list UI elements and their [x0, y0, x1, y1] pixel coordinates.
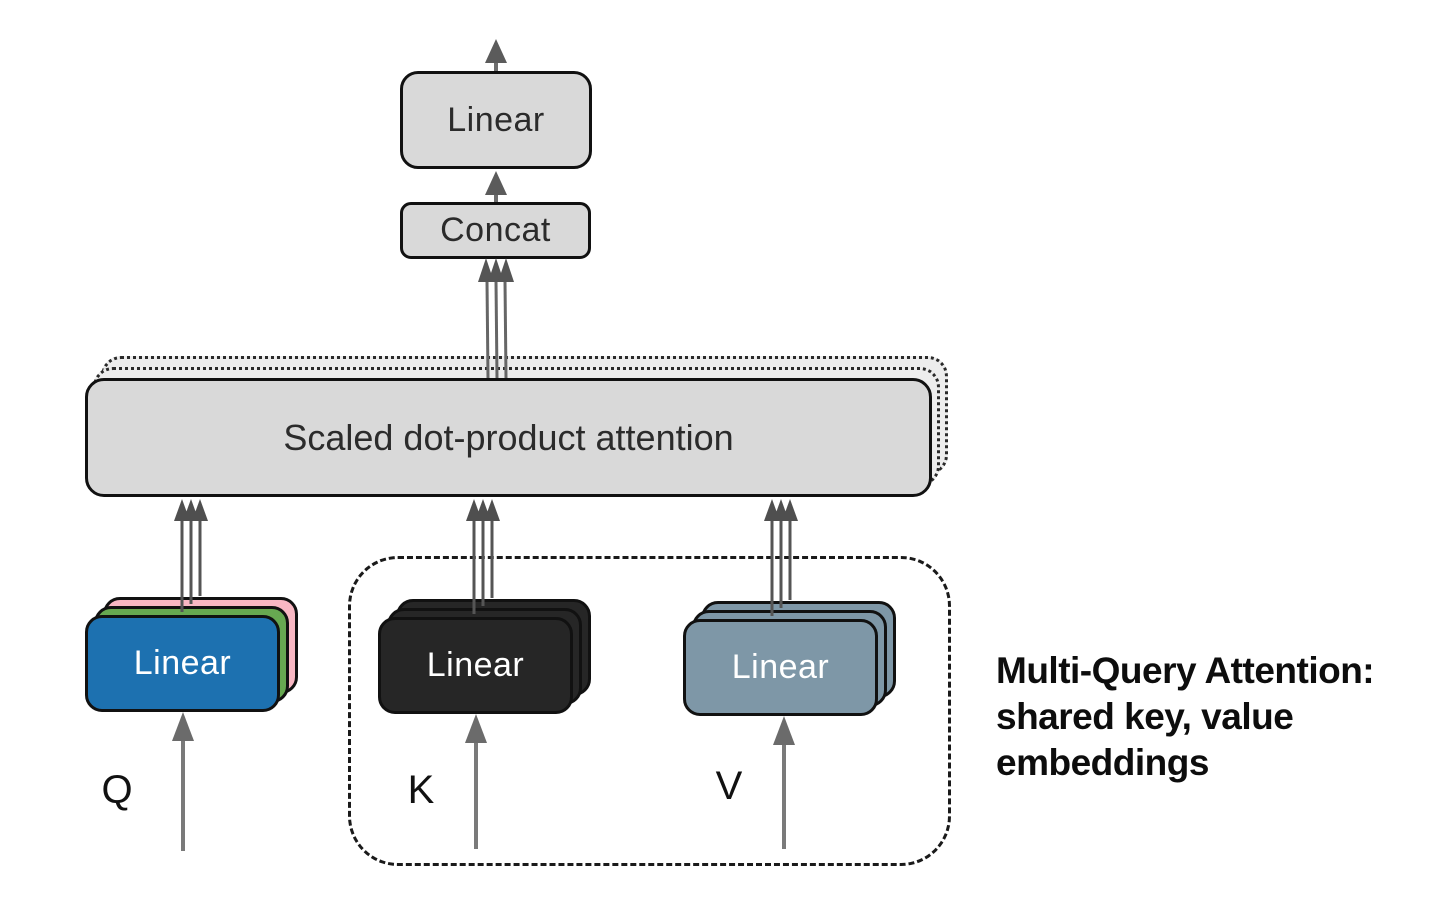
concat-box: Concat — [400, 202, 591, 259]
v-input-label: V — [715, 764, 743, 808]
caption-line-1: Multi-Query Attention: — [996, 650, 1375, 691]
output-linear-box: Linear — [400, 71, 592, 169]
attention-label: Scaled dot-product attention — [283, 416, 734, 458]
caption-line-3: embeddings — [996, 742, 1209, 783]
q-linear-label: Linear — [133, 644, 232, 682]
concat-label: Concat — [440, 211, 551, 249]
attention-box: Scaled dot-product attention — [85, 378, 932, 497]
q-input-arrow — [172, 712, 194, 851]
v-linear-label: Linear — [731, 648, 830, 686]
k-linear-label: Linear — [426, 646, 525, 684]
output-linear-label: Linear — [447, 100, 545, 139]
q-to-attention-arrows — [174, 499, 208, 612]
concat-to-linear-arrow — [485, 171, 507, 202]
q-input-label: Q — [101, 768, 133, 812]
k-linear-front-box: Linear — [378, 617, 573, 714]
caption-line-2: shared key, value — [996, 696, 1294, 737]
output-arrow — [485, 39, 507, 71]
shared-kv-group-outline — [348, 556, 951, 866]
q-linear-front-box: Linear — [85, 615, 280, 712]
k-input-label: K — [407, 768, 435, 812]
caption: Multi-Query Attention: shared key, value… — [996, 648, 1436, 786]
v-linear-front-box: Linear — [683, 619, 878, 716]
